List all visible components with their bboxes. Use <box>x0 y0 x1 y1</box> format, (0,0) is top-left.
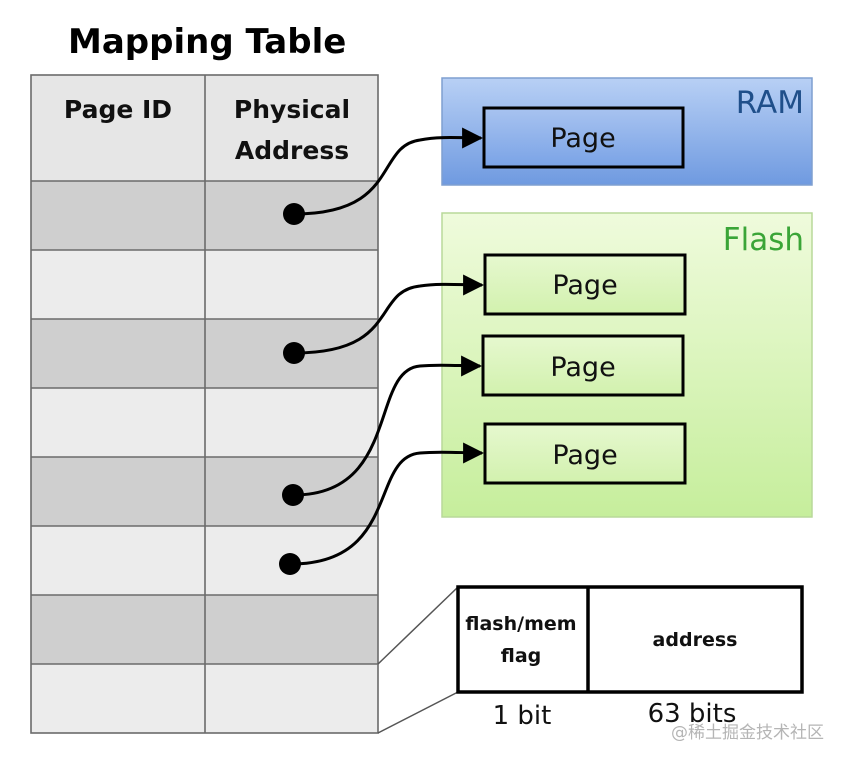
flash-page-1 <box>483 253 687 316</box>
bits-address: 63 bits <box>648 699 737 729</box>
arrow-to-flash-page-2 <box>293 355 483 497</box>
mapping-table: Page ID Physical Address <box>30 74 379 734</box>
field-flag-line1: flash/mem <box>465 613 576 635</box>
pointer-dot <box>283 342 305 364</box>
flash-page-3-label: Page <box>552 440 617 471</box>
ram-page <box>482 106 685 169</box>
flash-page-1-label: Page <box>552 270 617 301</box>
pointer-arrows <box>290 127 485 566</box>
ram-page-label: Page <box>550 123 615 154</box>
diagram-title: Mapping Table <box>68 22 346 62</box>
bits-flag: 1 bit <box>493 701 552 731</box>
header-page-id: Page ID <box>64 95 172 124</box>
pointer-dot <box>282 484 304 506</box>
field-flag-line2: flag <box>501 645 542 667</box>
pointer-dot <box>283 203 305 225</box>
flash-label: Flash <box>723 222 804 258</box>
header-physical: Physical <box>234 95 350 124</box>
entry-format: flash/mem flag address 1 bit 63 bits <box>456 585 804 731</box>
zoom-lines <box>377 586 459 734</box>
arrow-to-flash-page-3 <box>290 442 485 566</box>
field-address: address <box>653 629 738 651</box>
flash-page-2 <box>481 334 685 397</box>
watermark: @稀土掘金技术社区 <box>671 723 824 743</box>
flash-page-2-label: Page <box>550 352 615 383</box>
arrow-to-ram-page <box>293 127 484 216</box>
ram-region: RAM Page <box>441 77 813 186</box>
flash-region: Flash Page Page Page <box>441 212 813 518</box>
pointer-dots <box>279 203 305 575</box>
arrow-to-flash-page-1 <box>293 274 485 355</box>
flash-page-3 <box>483 422 687 485</box>
ram-label: RAM <box>736 85 804 121</box>
header-address: Address <box>235 136 349 165</box>
pointer-dot <box>279 553 301 575</box>
